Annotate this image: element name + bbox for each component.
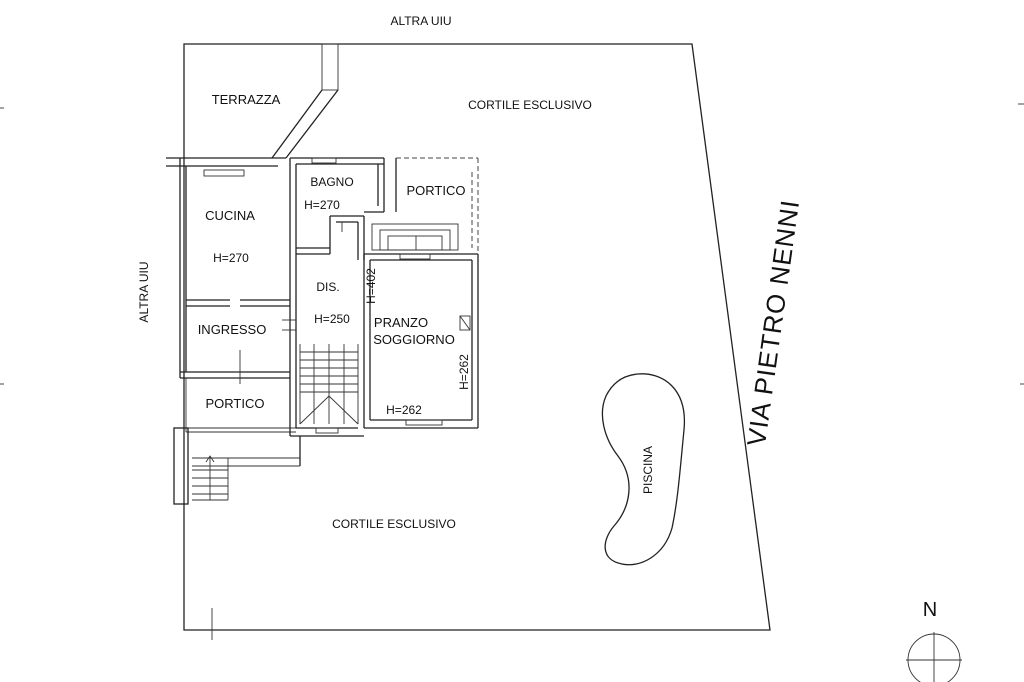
central-walls [282,157,385,437]
swimming-pool [601,373,685,566]
label-portico-top: PORTICO [407,183,466,198]
label-altra-uiu-left: ALTRA UIU [137,261,151,322]
label-street-via-pietro-nenni: VIA PIETRO NENNI [741,198,805,448]
label-piscina: PISCINA [641,446,655,494]
label-portico-bottom: PORTICO [206,396,265,411]
lot-boundary [183,43,771,631]
label-height-262-vertical: H=262 [457,354,471,390]
living-room-walls [363,157,479,429]
edge-ticks [0,103,1024,640]
left-wing-walls [179,158,296,433]
label-cucina-height: H=270 [213,251,249,265]
label-height-402: H=402 [364,268,378,304]
label-bagno: BAGNO [310,175,353,189]
terrace-structure [166,43,339,167]
label-cortile-esclusivo-top: CORTILE ESCLUSIVO [468,98,592,112]
label-altra-uiu-top: ALTRA UIU [390,14,451,28]
label-north: N [923,599,937,621]
label-ingresso: INGRESSO [198,322,267,337]
label-dis: DIS. [316,280,339,294]
internal-staircase [299,344,359,425]
label-terrazza: TERRAZZA [212,92,281,107]
external-staircase [173,427,301,505]
north-arrow [906,632,962,682]
label-cortile-esclusivo-bottom: CORTILE ESCLUSIVO [332,517,456,531]
label-dis-height: H=250 [314,312,350,326]
label-soggiorno: SOGGIORNO [373,332,455,347]
label-pranzo: PRANZO [374,315,428,330]
label-cucina: CUCINA [205,208,255,223]
label-height-262-bottom: H=262 [386,403,422,417]
label-bagno-height: H=270 [304,198,340,212]
